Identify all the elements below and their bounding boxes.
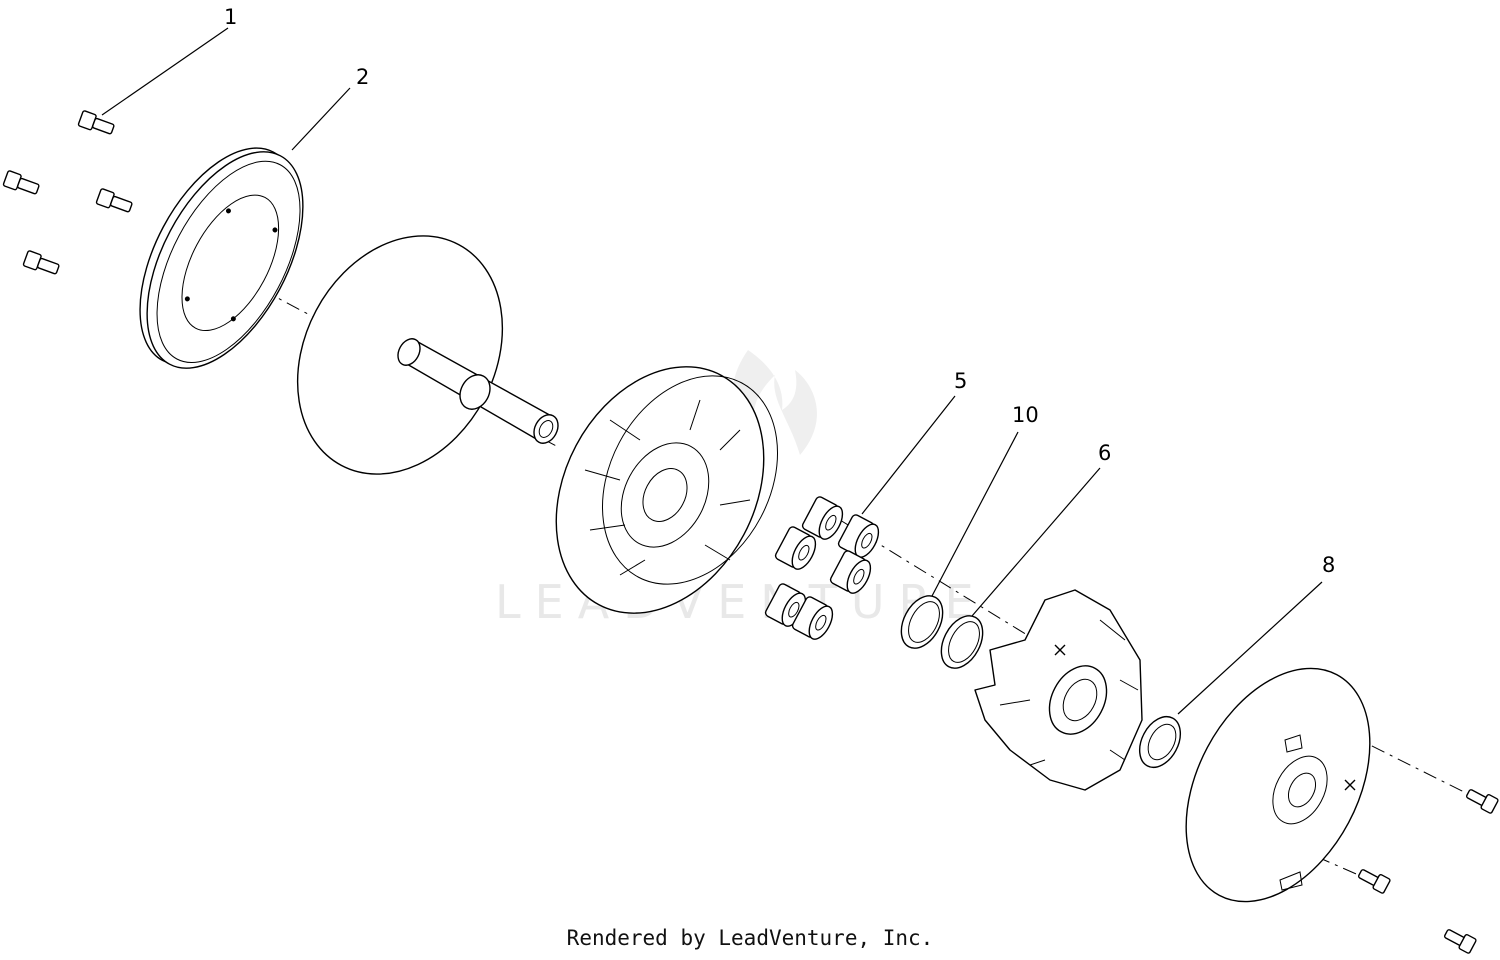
cover-bolts[interactable] xyxy=(1357,786,1499,954)
callout-1: 1 xyxy=(224,5,237,29)
ring-part-6[interactable] xyxy=(933,609,991,675)
ring-part-10[interactable] xyxy=(893,589,951,655)
callout-5: 5 xyxy=(954,369,967,393)
callout-8: 8 xyxy=(1322,553,1335,577)
driver-cover[interactable] xyxy=(1149,637,1408,933)
drive-shaft[interactable] xyxy=(394,335,563,447)
callout-2: 2 xyxy=(356,65,369,89)
callout-10: 10 xyxy=(1012,403,1039,427)
render-credit-footer: Rendered by LeadVenture, Inc. xyxy=(566,926,934,950)
leader-lines xyxy=(101,27,1323,715)
callout-labels: 1 2 5 10 6 8 xyxy=(224,5,1335,577)
bolt-part-1[interactable] xyxy=(2,110,133,277)
callout-6: 6 xyxy=(1098,441,1111,465)
washer-part-8[interactable] xyxy=(1131,710,1188,775)
spider-ramp-plate[interactable] xyxy=(974,589,1143,791)
pulley-part-2[interactable] xyxy=(108,123,335,393)
movable-sheave[interactable] xyxy=(515,331,812,650)
rollers-part-5[interactable] xyxy=(764,496,883,643)
